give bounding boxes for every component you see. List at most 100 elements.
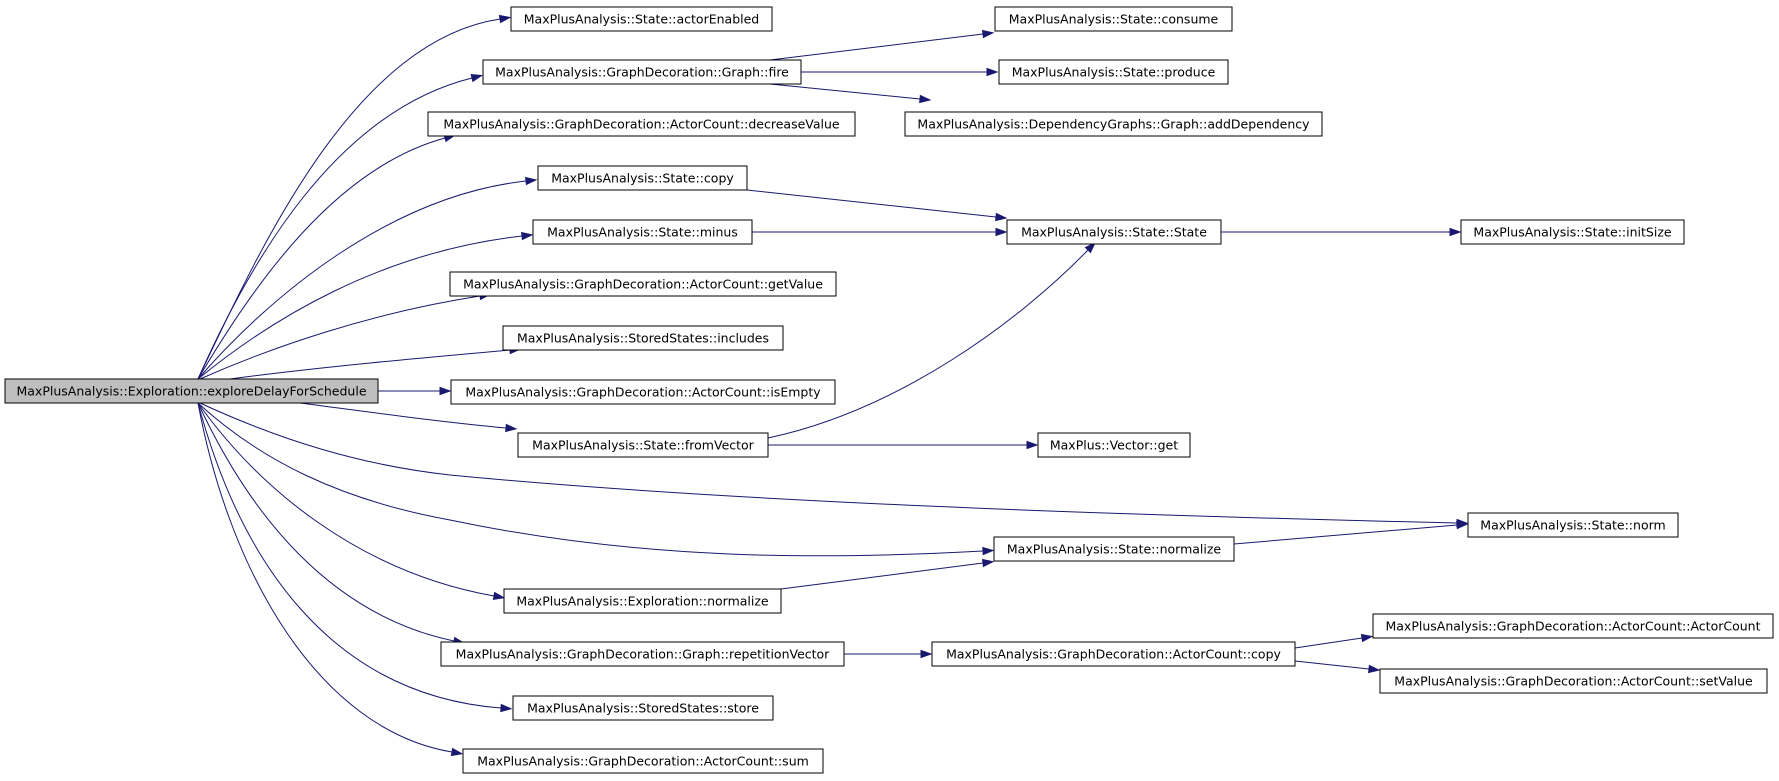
node-label: MaxPlusAnalysis::GraphDecoration::ActorC…: [443, 117, 840, 132]
function-node[interactable]: MaxPlusAnalysis::State::fromVector: [517, 432, 769, 458]
call-edge: [197, 402, 506, 601]
function-node[interactable]: MaxPlusAnalysis::GraphDecoration::Graph:…: [440, 641, 845, 667]
node-label: MaxPlusAnalysis::StoredStates::store: [527, 701, 759, 716]
function-node[interactable]: MaxPlusAnalysis::GraphDecoration::ActorC…: [462, 748, 824, 774]
function-node[interactable]: MaxPlusAnalysis::GraphDecoration::ActorC…: [449, 271, 837, 297]
function-node[interactable]: MaxPlusAnalysis::Exploration::normalize: [503, 588, 782, 614]
edge-line: [1294, 637, 1363, 649]
node-label: MaxPlusAnalysis::State::normalize: [1007, 542, 1222, 557]
call-edge: [746, 189, 1008, 222]
call-edge: [801, 67, 999, 77]
function-node[interactable]: MaxPlusAnalysis::State::minus: [532, 219, 753, 245]
function-node[interactable]: MaxPlusAnalysis::StoredStates::includes: [502, 325, 784, 351]
call-edge: [299, 402, 518, 433]
call-edge: [197, 74, 484, 380]
edge-arrowhead: [525, 176, 538, 186]
function-node[interactable]: MaxPlusAnalysis::GraphDecoration::ActorC…: [427, 111, 856, 137]
edge-arrowhead: [521, 231, 534, 241]
function-node[interactable]: MaxPlusAnalysis::State::initSize: [1460, 219, 1685, 245]
node-box: [4, 378, 379, 404]
node-label: MaxPlusAnalysis::State::actorEnabled: [524, 12, 759, 27]
function-node[interactable]: MaxPlusAnalysis::StoredStates::store: [512, 695, 774, 721]
edge-arrowhead: [919, 94, 932, 104]
node-label: MaxPlus::Vector::get: [1050, 438, 1178, 453]
edge-line: [1294, 660, 1370, 670]
edge-line: [767, 249, 1089, 439]
edge-line: [197, 402, 984, 557]
call-edge: [1294, 660, 1381, 674]
node-box: [482, 59, 802, 85]
edge-arrowhead: [498, 14, 512, 24]
node-label: MaxPlusAnalysis::State::minus: [547, 225, 738, 240]
node-label: MaxPlusAnalysis::GraphDecoration::ActorC…: [465, 385, 821, 400]
edge-line: [197, 402, 453, 753]
function-node[interactable]: MaxPlusAnalysis::State::copy: [537, 165, 748, 191]
call-edge: [197, 231, 534, 380]
function-node[interactable]: MaxPlusAnalysis::State::produce: [998, 59, 1229, 85]
node-label: MaxPlusAnalysis::StoredStates::includes: [517, 331, 769, 346]
node-label: MaxPlusAnalysis::GraphDecoration::ActorC…: [463, 277, 823, 292]
node-label: MaxPlusAnalysis::GraphDecoration::Graph:…: [456, 647, 831, 662]
node-box: [440, 641, 845, 667]
call-edge: [767, 241, 1097, 439]
edge-arrowhead: [439, 386, 452, 396]
edge-line: [197, 402, 495, 597]
function-node[interactable]: MaxPlusAnalysis::State::normalize: [993, 536, 1235, 562]
node-box: [994, 6, 1233, 32]
call-edge: [752, 227, 1008, 237]
node-box: [462, 748, 824, 774]
call-edge: [780, 558, 995, 590]
function-node[interactable]: MaxPlusAnalysis::DependencyGraphs::Graph…: [904, 111, 1323, 137]
call-edge: [197, 402, 464, 757]
edge-line: [299, 402, 507, 429]
edge-line: [769, 33, 984, 61]
edge-line: [197, 402, 455, 642]
edge-arrowhead: [995, 227, 1008, 237]
call-edge: [199, 402, 1469, 528]
edge-arrowhead: [505, 423, 518, 433]
function-node[interactable]: MaxPlusAnalysis::GraphDecoration::ActorC…: [450, 379, 836, 405]
node-box: [993, 536, 1235, 562]
function-node[interactable]: MaxPlusAnalysis::State::actorEnabled: [510, 6, 773, 32]
edge-line: [746, 189, 997, 218]
node-label: MaxPlusAnalysis::State::produce: [1012, 65, 1216, 80]
edge-line: [780, 562, 984, 590]
call-edge: [197, 134, 457, 380]
edge-arrowhead: [1368, 664, 1381, 674]
call-edge: [197, 176, 538, 380]
node-box: [1037, 432, 1191, 458]
node-box: [503, 588, 782, 614]
edge-arrowhead: [1456, 520, 1469, 530]
node-box: [427, 111, 856, 137]
call-edge: [768, 440, 1039, 450]
node-box: [532, 219, 753, 245]
call-edge: [769, 29, 995, 61]
node-label: MaxPlusAnalysis::GraphDecoration::Graph:…: [495, 65, 789, 80]
edge-arrowhead: [995, 212, 1008, 222]
function-node[interactable]: MaxPlusAnalysis::State::consume: [994, 6, 1233, 32]
edge-line: [199, 402, 1458, 524]
node-label: MaxPlusAnalysis::State::initSize: [1473, 225, 1671, 240]
root-function-node[interactable]: MaxPlusAnalysis::Exploration::exploreDel…: [4, 378, 379, 404]
node-label: MaxPlusAnalysis::State::copy: [551, 171, 734, 186]
function-node[interactable]: MaxPlusAnalysis::GraphDecoration::ActorC…: [931, 641, 1296, 667]
function-node[interactable]: MaxPlusAnalysis::GraphDecoration::ActorC…: [1372, 613, 1774, 639]
node-label: MaxPlusAnalysis::State::State: [1021, 225, 1207, 240]
node-box: [1460, 219, 1685, 245]
node-label: MaxPlusAnalysis::GraphDecoration::ActorC…: [1394, 674, 1753, 689]
edge-arrowhead: [981, 558, 995, 568]
node-label: MaxPlusAnalysis::GraphDecoration::ActorC…: [946, 647, 1281, 662]
function-node[interactable]: MaxPlusAnalysis::State::State: [1006, 219, 1222, 245]
edge-arrowhead: [981, 29, 995, 39]
function-node[interactable]: MaxPlusAnalysis::GraphDecoration::Graph:…: [482, 59, 802, 85]
node-label: MaxPlusAnalysis::Exploration::normalize: [516, 594, 769, 609]
function-node[interactable]: MaxPlus::Vector::get: [1037, 432, 1191, 458]
edge-line: [229, 349, 511, 380]
function-node[interactable]: MaxPlusAnalysis::State::norm: [1467, 512, 1679, 538]
edge-line: [769, 83, 921, 100]
function-node[interactable]: MaxPlusAnalysis::GraphDecoration::ActorC…: [1379, 668, 1768, 694]
node-box: [1379, 668, 1768, 694]
node-box: [510, 6, 773, 32]
edge-arrowhead: [986, 67, 999, 77]
